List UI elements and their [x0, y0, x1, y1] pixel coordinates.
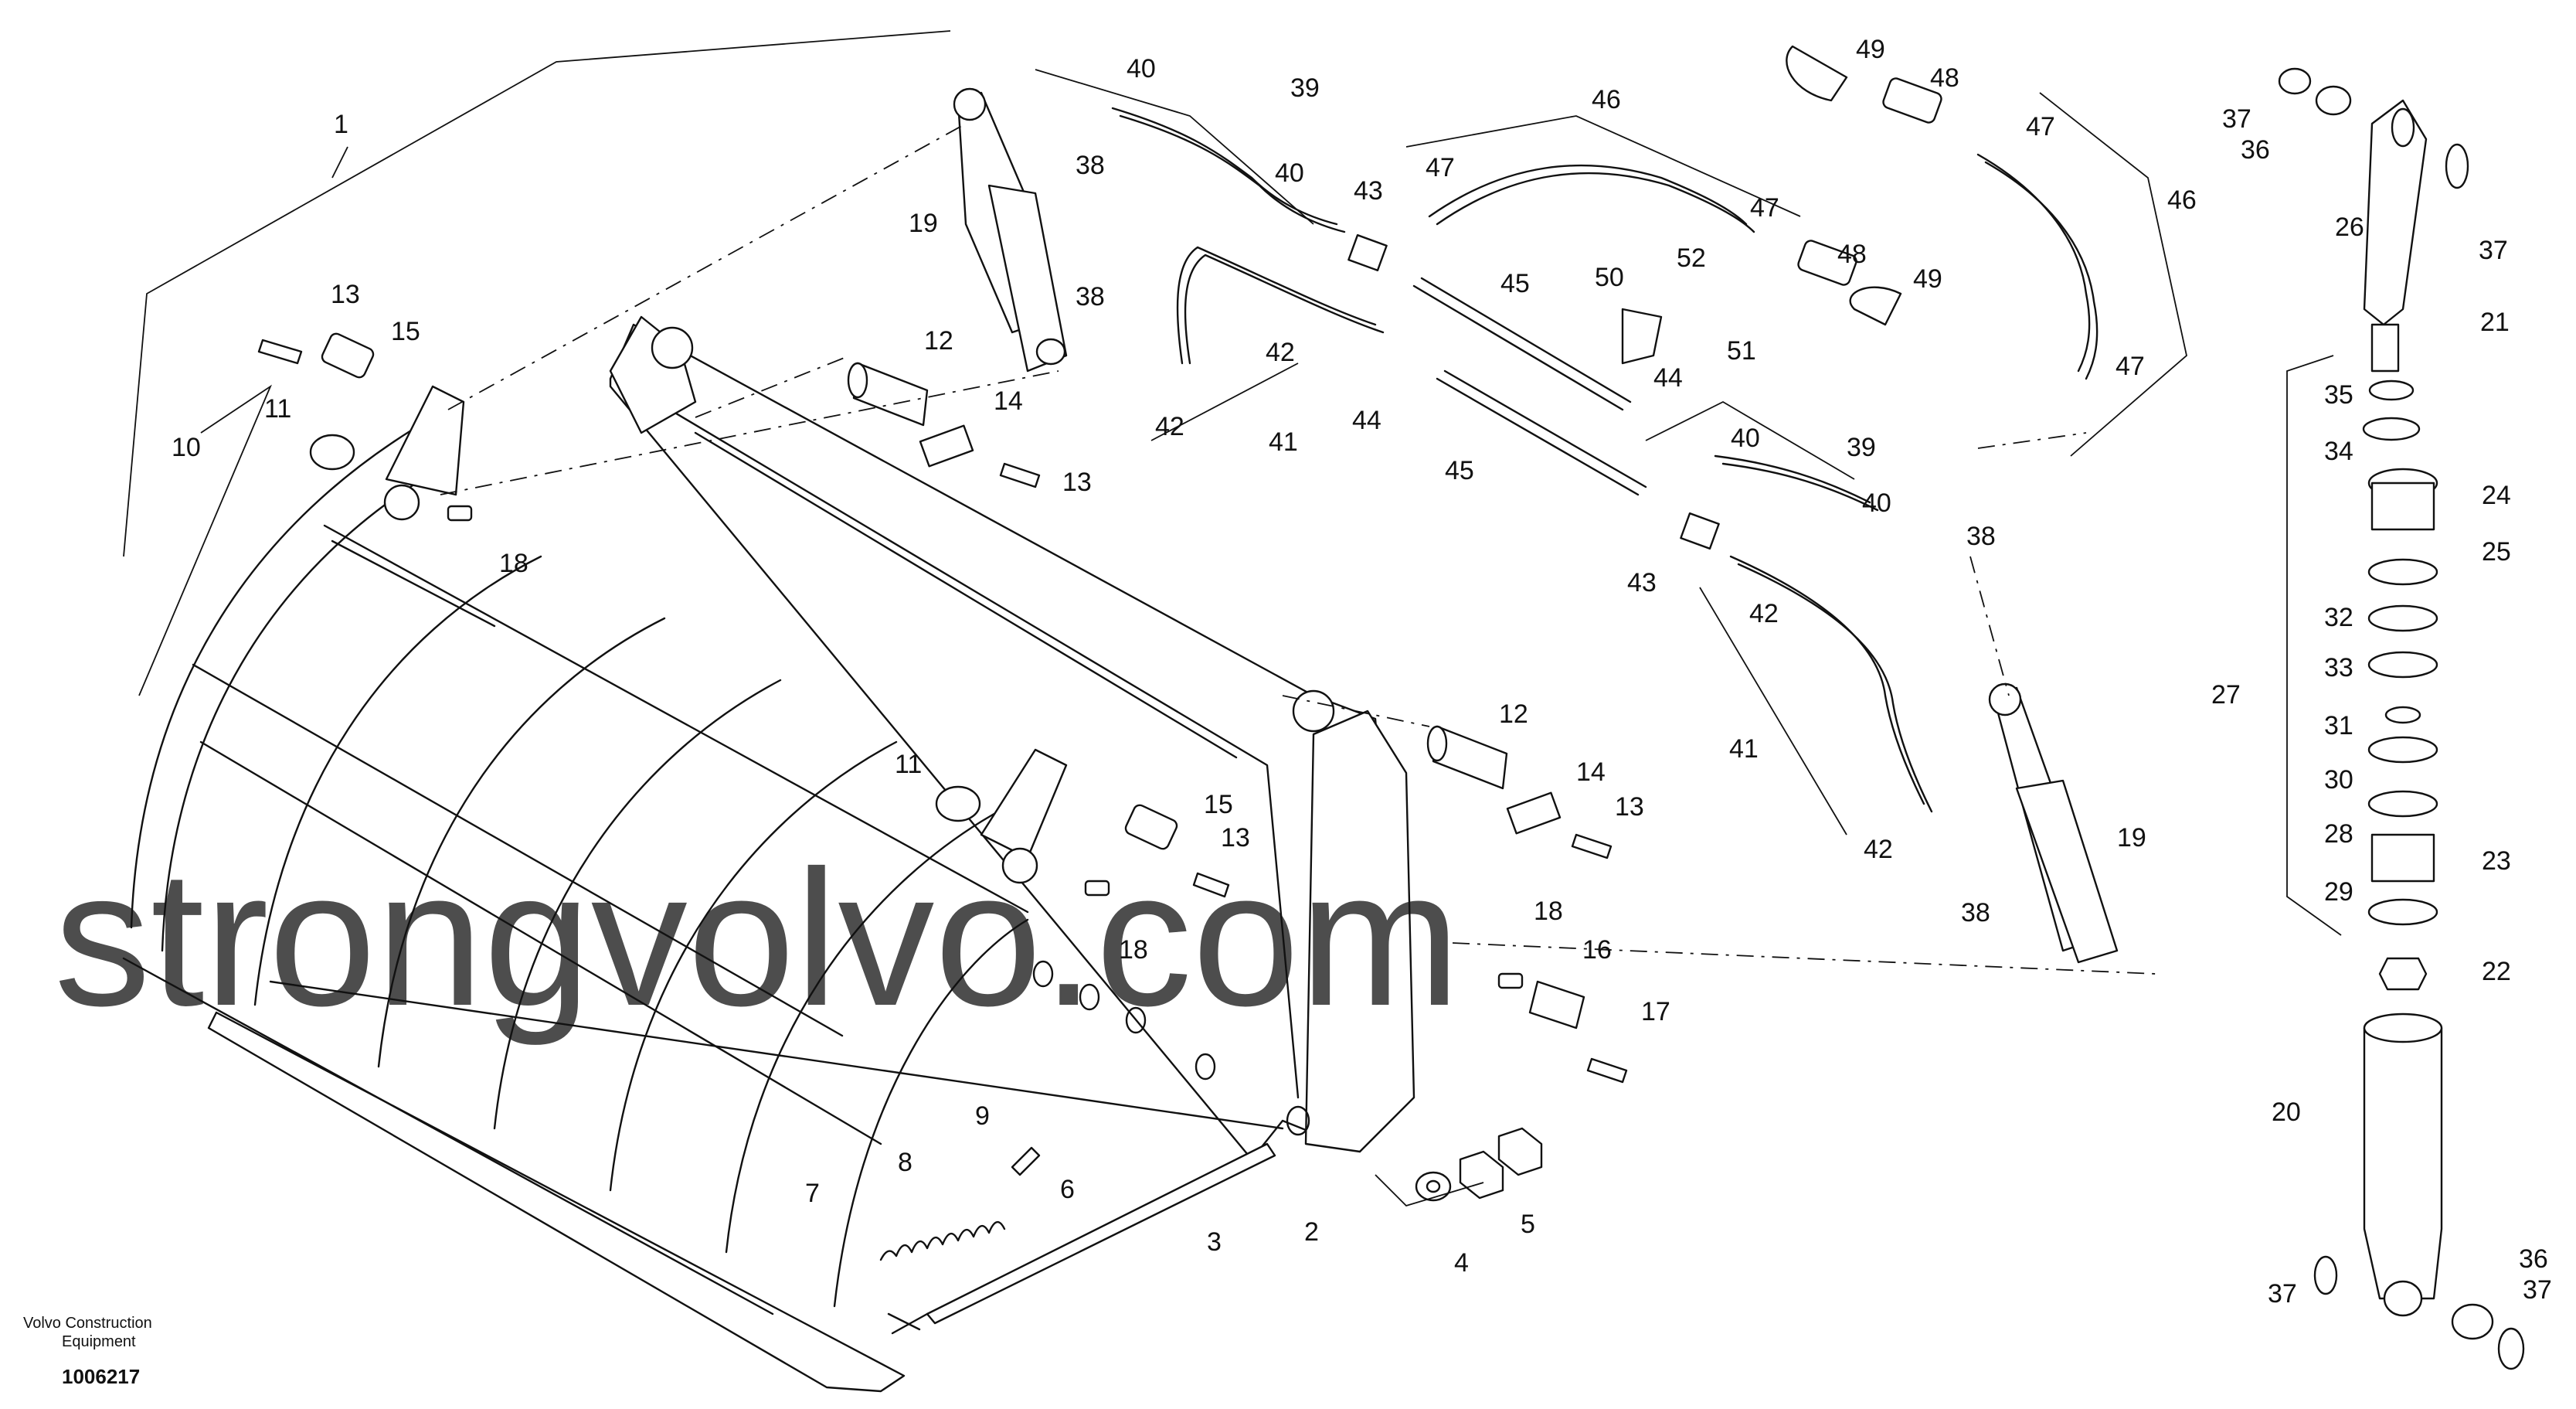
callout-42d: 42 [1864, 835, 1893, 864]
callout-35: 35 [2324, 380, 2353, 410]
callout-38d: 38 [1961, 898, 1990, 927]
callout-13d: 13 [1221, 823, 1250, 853]
callout-37b: 37 [2479, 236, 2508, 265]
callout-4: 4 [1454, 1248, 1469, 1278]
callout-38b: 38 [1076, 282, 1105, 311]
callout-16: 16 [1582, 935, 1612, 965]
callout-45: 45 [1500, 269, 1530, 298]
callout-1: 1 [334, 110, 348, 139]
callout-36b: 36 [2519, 1244, 2548, 1274]
callout-7: 7 [805, 1179, 820, 1208]
callout-28: 28 [2324, 819, 2353, 849]
callout-48: 48 [1837, 240, 1867, 269]
callout-52: 52 [1677, 243, 1706, 273]
callout-3: 3 [1207, 1227, 1222, 1257]
callout-13c: 13 [1615, 792, 1644, 822]
callout-11b: 11 [895, 750, 922, 779]
callout-44: 44 [1352, 406, 1381, 435]
callout-14: 14 [994, 386, 1023, 416]
watermark: strongvolvo.com [54, 830, 1460, 1046]
callout-6: 6 [1060, 1175, 1075, 1204]
callout-19: 19 [909, 209, 938, 238]
callout-39: 39 [1290, 73, 1320, 103]
callout-29: 29 [2324, 877, 2353, 907]
callout-31: 31 [2324, 711, 2353, 740]
callout-21: 21 [2480, 308, 2510, 337]
callout-19b: 19 [2117, 823, 2146, 853]
callout-15: 15 [391, 317, 420, 346]
callout-46: 46 [1592, 85, 1621, 114]
callout-24: 24 [2482, 481, 2511, 510]
callout-41b: 41 [1729, 734, 1759, 764]
callout-18: 18 [499, 549, 528, 578]
callout-18c: 18 [1534, 897, 1563, 926]
callout-25: 25 [2482, 537, 2511, 567]
callout-42: 42 [1266, 338, 1295, 367]
leaders [123, 30, 2187, 1207]
callout-38c: 38 [1966, 522, 1996, 551]
callout-9: 9 [975, 1101, 990, 1131]
callout-33: 33 [2324, 653, 2353, 682]
callout-42b: 42 [1155, 412, 1184, 441]
hydraulic-cylinders [953, 87, 2119, 964]
callout-42c: 42 [1749, 599, 1779, 628]
callout-41: 41 [1269, 427, 1298, 457]
callout-15b: 15 [1204, 790, 1233, 819]
callout-47b: 47 [1750, 193, 1779, 223]
callout-49: 49 [1913, 264, 1942, 294]
callout-37d: 37 [2523, 1275, 2552, 1305]
callout-8: 8 [898, 1148, 912, 1177]
callout-47c: 47 [2026, 112, 2055, 141]
callout-45b: 45 [1445, 456, 1474, 485]
callout-32: 32 [2324, 603, 2353, 632]
callout-13b: 13 [1062, 468, 1092, 497]
callout-26: 26 [2335, 213, 2364, 242]
callout-50: 50 [1595, 263, 1624, 292]
callout-17: 17 [1641, 997, 1670, 1026]
callout-49b: 49 [1856, 35, 1885, 64]
callout-12b: 12 [1499, 699, 1528, 729]
grapple-frame [122, 385, 1068, 1315]
callout-43: 43 [1354, 176, 1383, 206]
callout-51: 51 [1727, 336, 1756, 366]
callout-40c: 40 [1731, 424, 1760, 453]
callout-37c: 37 [2268, 1279, 2297, 1309]
callout-47d: 47 [2116, 352, 2145, 381]
callout-5: 5 [1521, 1210, 1535, 1239]
callout-13: 13 [331, 280, 360, 309]
callout-27: 27 [2211, 680, 2241, 710]
callout-23: 23 [2482, 846, 2511, 876]
callout-30: 30 [2324, 765, 2353, 795]
callout-48b: 48 [1930, 63, 1959, 93]
callout-10: 10 [172, 433, 201, 462]
drawing-number: 1006217 [62, 1365, 140, 1388]
loose-parts [257, 332, 1628, 1335]
callout-40: 40 [1127, 54, 1156, 83]
callout-38: 38 [1076, 151, 1105, 180]
callout-12: 12 [924, 326, 953, 356]
callout-labels: 1 2 3 4 5 6 7 8 9 10 11 11 12 12 13 13 1… [172, 35, 2552, 1309]
callout-46b: 46 [2167, 185, 2197, 215]
callout-20: 20 [2272, 1098, 2301, 1127]
callout-22: 22 [2482, 957, 2511, 986]
callout-14b: 14 [1576, 757, 1606, 787]
callout-11: 11 [264, 394, 291, 424]
callout-34: 34 [2324, 437, 2353, 466]
callout-44b: 44 [1653, 363, 1683, 393]
bucket-body [207, 315, 1415, 1393]
callout-40d: 40 [1862, 488, 1891, 518]
callout-2: 2 [1304, 1217, 1319, 1247]
callout-18b: 18 [1119, 935, 1148, 965]
callout-40b: 40 [1275, 158, 1304, 188]
assembly-lines [440, 123, 2156, 975]
cylinder-exploded-view [2278, 67, 2525, 1370]
callout-39b: 39 [1847, 433, 1876, 462]
callout-36: 36 [2241, 135, 2270, 165]
hoses [1111, 45, 2099, 813]
callout-43b: 43 [1627, 568, 1657, 597]
callout-47: 47 [1426, 153, 1455, 182]
callout-37: 37 [2222, 104, 2251, 134]
